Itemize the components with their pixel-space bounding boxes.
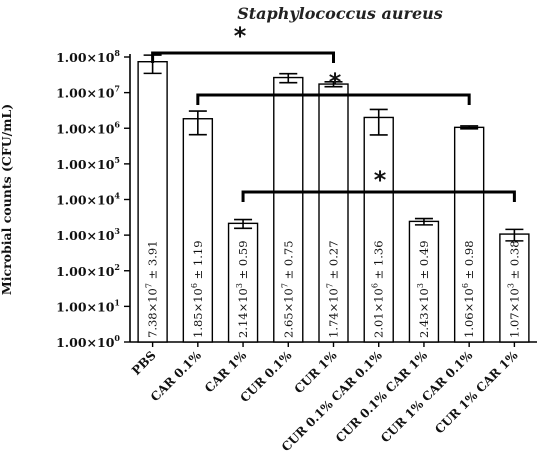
bar-label-5: 2.01×106 ± 1.36	[371, 240, 386, 338]
bars: 7.38×107 ± 3.91 1.85×106 ± 1.19 2.14×103 ±…	[137, 54, 530, 343]
bar-label-6: 2.43×103 ± 0.49	[416, 240, 431, 338]
y-tick-label-6: 1.00×106	[56, 119, 120, 136]
bar-label-0: 7.38×107 ± 3.91	[145, 240, 160, 338]
bar-label-2: 2.14×103 ± 0.59	[235, 240, 250, 338]
y-tick-label-8: 1.00×108	[56, 48, 120, 65]
significance-star-1: *	[329, 68, 342, 96]
bar-7	[453, 126, 485, 343]
y-tick-label-5: 1.00×105	[56, 155, 120, 172]
significance-star-0: *	[234, 22, 247, 50]
significance-bracket-1	[196, 93, 471, 105]
significance-star-2: *	[374, 166, 387, 194]
bar-2	[227, 222, 259, 343]
y-tick-label-1: 1.00×101	[56, 297, 120, 314]
bar-8	[499, 233, 530, 343]
bar-5	[363, 116, 394, 343]
bar-0	[137, 61, 168, 343]
bar-label-3: 2.65×107 ± 0.75	[280, 240, 295, 338]
bar-label-7: 1.06×106 ± 0.98	[461, 240, 476, 338]
significance-bracket-0	[151, 51, 335, 63]
bar-3	[273, 76, 304, 343]
y-tick-label-0: 1.00×100	[56, 333, 120, 350]
bar-label-8: 1.07×103 ± 0.38	[506, 240, 521, 338]
x-tick-label-0: PBS	[129, 348, 159, 378]
bar-label-1: 1.85×106 ± 1.19	[190, 240, 205, 338]
y-axis-label: Microbial counts (CFU/mL)	[0, 104, 14, 295]
chart-title: Staphylococcus aureus	[237, 4, 443, 23]
y-tick-label-2: 1.00×102	[56, 262, 120, 279]
bar-4	[318, 83, 349, 343]
significance-brackets: * * *	[151, 22, 516, 202]
bar-1	[182, 118, 214, 343]
x-tick-label-4: CUR 1%	[292, 348, 340, 396]
significance-bracket-2	[241, 190, 516, 202]
y-tick-label-4: 1.00×104	[56, 191, 120, 208]
y-tick-label-3: 1.00×103	[56, 226, 120, 243]
x-tick-label-8: CUR 1% CAR 1%	[432, 348, 521, 437]
x-tick-label-2: CAR 1%	[202, 348, 250, 396]
bar-6	[408, 220, 440, 343]
bar-label-4: 1.74×107 ± 0.27	[326, 240, 341, 338]
y-tick-label-7: 1.00×107	[56, 84, 120, 101]
